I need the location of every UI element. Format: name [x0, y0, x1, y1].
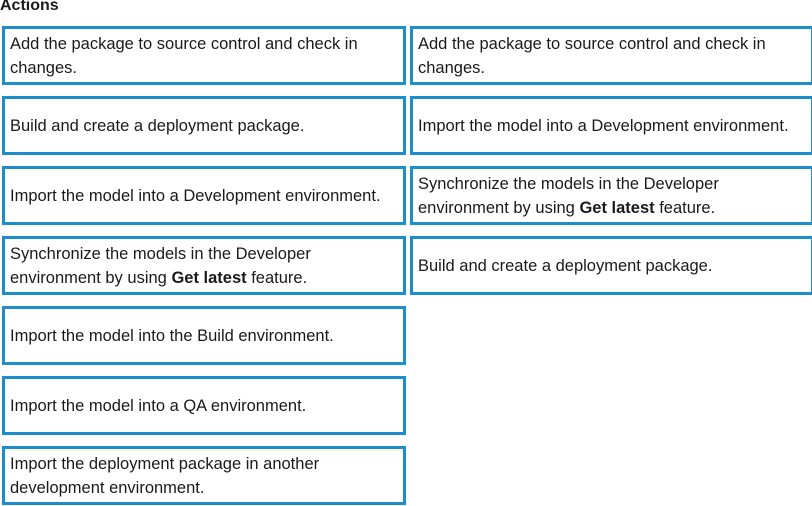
answer-item[interactable]: Add the package to source control and ch…	[410, 26, 812, 85]
item-text: Import the model into a Development envi…	[418, 114, 803, 138]
item-text: Synchronize the models in the Developer …	[10, 242, 395, 290]
action-item[interactable]: Import the deployment package in another…	[2, 446, 406, 505]
text-part: Add the package to source control and ch…	[10, 34, 358, 77]
action-item[interactable]: Build and create a deployment package.	[2, 96, 406, 155]
text-part: Import the model into a Development envi…	[10, 186, 381, 205]
text-part: Import the deployment package in another…	[10, 454, 320, 497]
item-text: Synchronize the models in the Developer …	[418, 172, 803, 220]
text-part: feature.	[654, 198, 716, 217]
item-text: Import the model into a QA environment.	[10, 394, 395, 418]
actions-heading: Actions	[0, 0, 59, 14]
action-item[interactable]: Add the package to source control and ch…	[2, 26, 406, 85]
item-text: Build and create a deployment package.	[418, 254, 803, 278]
text-part: Import the model into a Development envi…	[418, 116, 789, 135]
item-text: Import the deployment package in another…	[10, 452, 395, 500]
action-item[interactable]: Import the model into the Build environm…	[2, 306, 406, 365]
answer-item[interactable]: Build and create a deployment package.	[410, 236, 812, 295]
text-part: Import the model into the Build environm…	[10, 326, 334, 345]
text-part: feature.	[246, 268, 308, 287]
item-text: Add the package to source control and ch…	[10, 32, 395, 80]
answer-item[interactable]: Synchronize the models in the Developer …	[410, 166, 812, 225]
bold-text: Get latest	[171, 268, 247, 287]
item-text: Import the model into a Development envi…	[10, 184, 395, 208]
text-part: Import the model into a QA environment.	[10, 396, 307, 415]
action-item[interactable]: Import the model into a Development envi…	[2, 166, 406, 225]
text-part: Add the package to source control and ch…	[418, 34, 766, 77]
text-part: Synchronize the models in the Developer …	[418, 174, 719, 217]
text-part: Build and create a deployment package.	[10, 116, 305, 135]
action-item[interactable]: Import the model into a QA environment.	[2, 376, 406, 435]
text-part: Synchronize the models in the Developer …	[10, 244, 311, 287]
item-text: Import the model into the Build environm…	[10, 324, 395, 348]
text-part: Build and create a deployment package.	[418, 256, 713, 275]
bold-text: Get latest	[579, 198, 655, 217]
item-text: Add the package to source control and ch…	[418, 32, 803, 80]
answer-item[interactable]: Import the model into a Development envi…	[410, 96, 812, 155]
action-item[interactable]: Synchronize the models in the Developer …	[2, 236, 406, 295]
item-text: Build and create a deployment package.	[10, 114, 395, 138]
